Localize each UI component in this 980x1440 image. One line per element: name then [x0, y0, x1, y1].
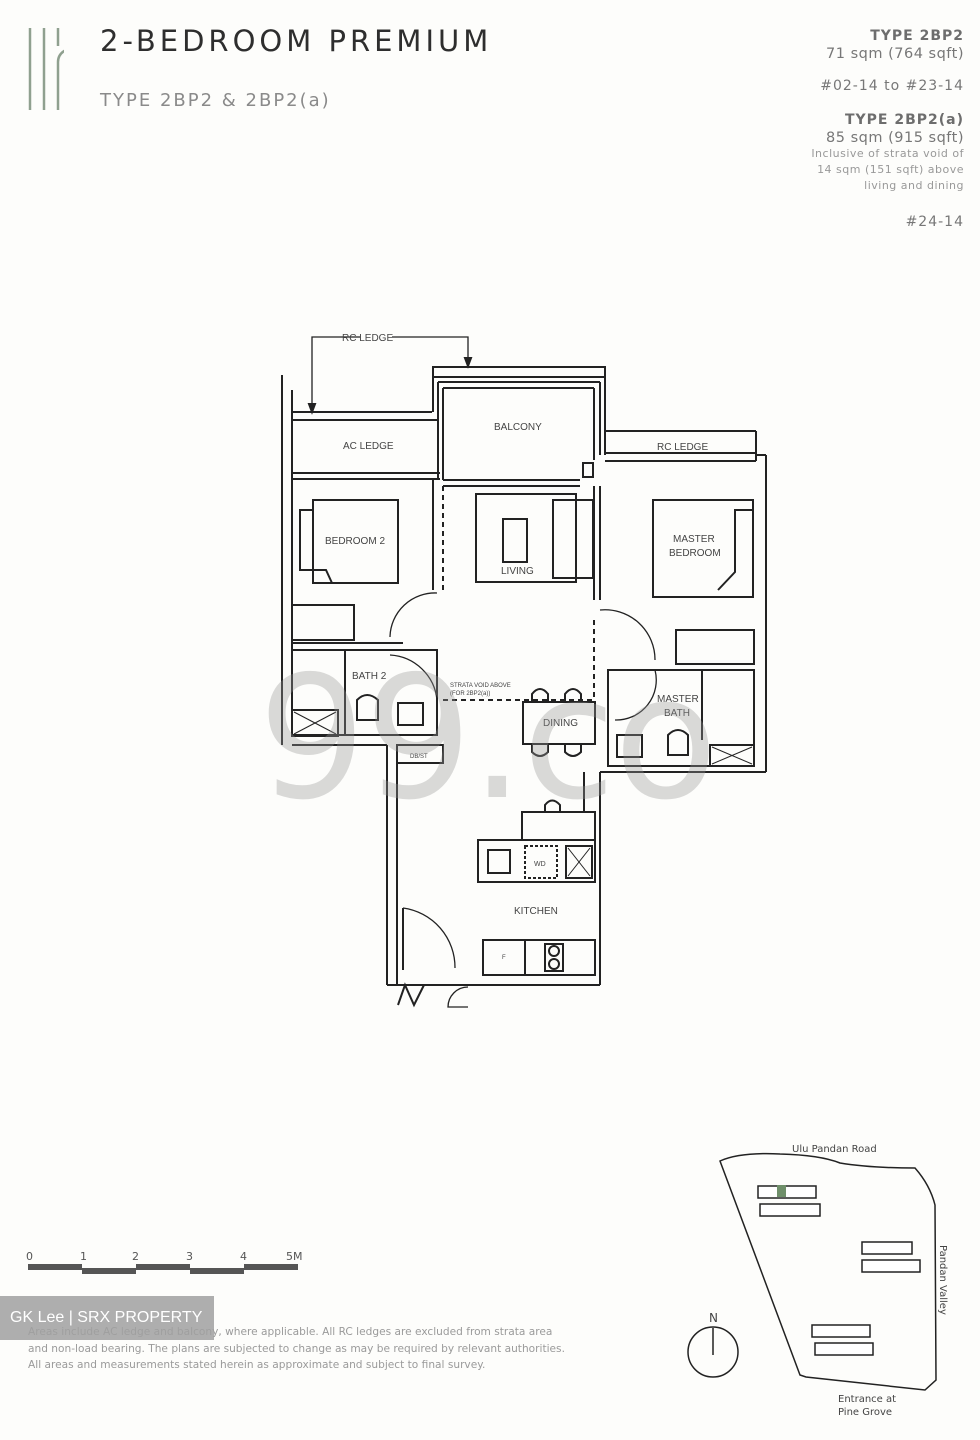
type-2bp2-units: #02-14 to #23-14	[820, 78, 964, 94]
label-fridge: F	[502, 955, 506, 961]
scale-tick: 3	[186, 1250, 193, 1263]
entrance-label: Entrance at	[838, 1394, 896, 1405]
label-master-bedroom: MASTER	[673, 534, 715, 545]
label-db-st: DB/ST	[410, 754, 428, 760]
strata-void-note-line: 14 sqm (151 sqft) above	[817, 163, 964, 176]
credit-badge: GK Lee | SRX PROPERTY	[0, 1296, 214, 1340]
scale-bar: 0 1 2 3 4 5M	[26, 1250, 303, 1274]
label-ac-ledge: AC LEDGE	[343, 441, 394, 452]
label-bath-2: BATH 2	[352, 671, 387, 682]
road-label-right: Pandan Valley	[937, 1245, 948, 1315]
scale-tick: 1	[80, 1250, 87, 1263]
label-rc-ledge-top: RC LEDGE	[342, 333, 393, 344]
label-dining: DINING	[543, 718, 578, 729]
highlighted-block-icon	[777, 1185, 786, 1197]
unit-info-panel: TYPE 2BP2 71 sqm (764 sqft) #02-14 to #2…	[811, 28, 964, 230]
strata-void-note-line: living and dining	[864, 179, 964, 192]
north-label: N	[709, 1311, 718, 1325]
label-bedroom-2: BEDROOM 2	[325, 536, 385, 547]
type-2bp2-label: TYPE 2BP2	[870, 28, 964, 44]
brand-logo-icon	[28, 28, 64, 110]
scale-tick: 4	[240, 1250, 247, 1263]
entrance-label: Pine Grove	[838, 1407, 892, 1418]
strata-void-note-line: Inclusive of strata void of	[811, 147, 964, 160]
page-title: 2-BEDROOM PREMIUM	[100, 24, 493, 58]
page-subtitle: TYPE 2BP2 & 2BP2(a)	[100, 90, 331, 111]
label-strata-void: STRATA VOID ABOVE	[450, 683, 511, 689]
scale-tick: 0	[26, 1250, 33, 1263]
type-2bp2a-label: TYPE 2BP2(a)	[844, 112, 964, 128]
floor-plan: RC LEDGE AC LEDGE BALCONY RC LEDGE BEDRO…	[281, 333, 767, 1008]
label-master-bath: MASTER	[657, 694, 699, 705]
type-2bp2a-area: 85 sqm (915 sqft)	[826, 130, 964, 146]
label-strata-void: (FOR 2BP2(a))	[450, 691, 490, 697]
label-master-bath: BATH	[664, 708, 690, 719]
label-living: LIVING	[501, 566, 534, 577]
type-2bp2-area: 71 sqm (764 sqft)	[826, 46, 964, 62]
label-master-bedroom: BEDROOM	[669, 548, 721, 559]
road-label-top: Ulu Pandan Road	[792, 1144, 877, 1155]
label-wd: WD	[534, 861, 546, 868]
label-rc-ledge-right: RC LEDGE	[657, 442, 708, 453]
key-plan: N Ulu Pandan Road Pandan Valley Entrance…	[687, 1144, 948, 1418]
scale-tick: 2	[132, 1250, 139, 1263]
label-balcony: BALCONY	[494, 422, 542, 433]
label-kitchen: KITCHEN	[514, 906, 558, 917]
type-2bp2a-units: #24-14	[905, 214, 964, 230]
compass-icon	[687, 1326, 739, 1378]
scale-tick: 5M	[286, 1250, 303, 1263]
